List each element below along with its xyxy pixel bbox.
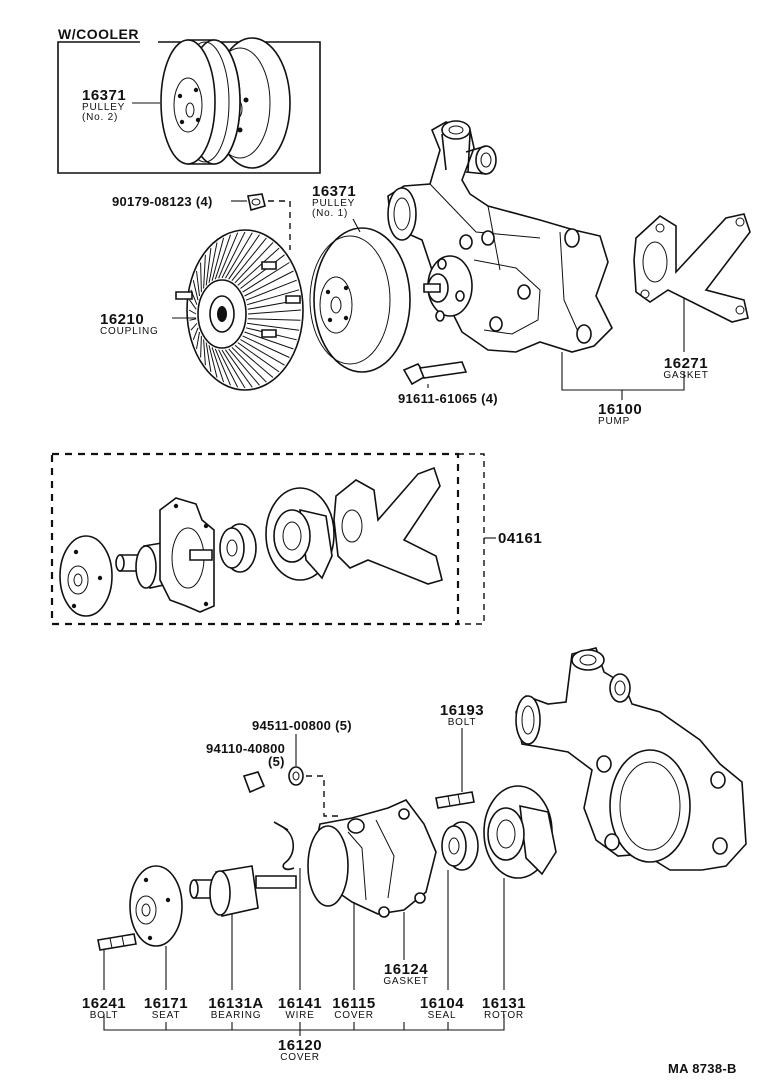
leader-pump bbox=[562, 352, 684, 390]
part-name: GASKET bbox=[663, 370, 709, 381]
part-name: COVER bbox=[334, 1010, 374, 1021]
kit-parts-drawing bbox=[60, 468, 442, 616]
part-number: 16271 bbox=[663, 355, 709, 372]
part-number: 16115 bbox=[332, 995, 376, 1012]
label-pump: 16100 PUMP bbox=[598, 402, 642, 427]
kit-box-frame bbox=[52, 454, 458, 624]
label-bearing: 16131A BEARING bbox=[200, 996, 272, 1021]
pulley-no2-drawing bbox=[161, 38, 290, 168]
coupling-drawing bbox=[176, 230, 303, 390]
part-number: 16120 bbox=[277, 1037, 323, 1054]
part-name: GASKET bbox=[383, 976, 429, 987]
label-bolt-90179: 90179-08123 (4) bbox=[112, 194, 213, 209]
gasket-16271-drawing bbox=[634, 214, 750, 322]
seat-drawing bbox=[130, 866, 182, 946]
dash-washer bbox=[306, 776, 340, 816]
washer-nut-drawing bbox=[244, 767, 303, 792]
bracket-cover-16120 bbox=[104, 1014, 504, 1030]
bolt-91611-drawing bbox=[404, 362, 466, 384]
part-number: 16104 bbox=[419, 995, 465, 1012]
label-seat: 16171 SEAT bbox=[134, 996, 198, 1021]
cover-16115-drawing bbox=[308, 800, 436, 917]
part-number: 16131 bbox=[481, 995, 527, 1012]
part-sub: (5) bbox=[268, 754, 285, 769]
part-name: COVER bbox=[280, 1052, 320, 1063]
part-sub: (No. 1) bbox=[312, 208, 349, 219]
part-number: 94110-40800 bbox=[206, 741, 286, 756]
pump-drawing bbox=[388, 121, 612, 352]
label-coupling: 16210 COUPLING bbox=[100, 312, 159, 337]
part-number: 16124 bbox=[383, 961, 429, 978]
label-washer-94511: 94511-00800 (5) bbox=[252, 718, 352, 733]
label-kit: 04161 bbox=[498, 530, 543, 547]
part-number: 16371 bbox=[82, 87, 127, 104]
label-wire: 16141 WIRE bbox=[268, 996, 332, 1021]
part-name: WIRE bbox=[285, 1010, 315, 1021]
label-bolt-16193: 16193 BOLT bbox=[430, 703, 494, 728]
label-pulley-no1: 16371 PULLEY (No. 1) bbox=[312, 184, 356, 219]
label-gasket-16271: 16271 GASKET bbox=[654, 356, 718, 381]
label-bolt-16241: 16241 BOLT bbox=[72, 996, 136, 1021]
rotor-drawing bbox=[484, 786, 556, 878]
figure-code: MA 8738-B bbox=[668, 1061, 737, 1076]
part-number: 16241 bbox=[81, 995, 127, 1012]
pulley-no1-drawing bbox=[310, 228, 410, 372]
label-pulley-no2: 16371 PULLEY (No. 2) bbox=[82, 88, 126, 123]
part-name: SEAL bbox=[427, 1010, 457, 1021]
part-number: 16371 bbox=[312, 183, 357, 200]
label-seal: 16104 SEAL bbox=[410, 996, 474, 1021]
part-name: BOLT bbox=[447, 717, 477, 728]
part-name: SEAT bbox=[151, 1010, 181, 1021]
part-number: 16141 bbox=[277, 995, 323, 1012]
bolt-16241-drawing bbox=[98, 934, 136, 950]
kit-box-bracket bbox=[458, 454, 484, 624]
label-rotor: 16131 ROTOR bbox=[472, 996, 536, 1021]
label-nut-94110: 94110-40800 (5) bbox=[206, 742, 285, 768]
label-gasket-16124: 16124 GASKET bbox=[374, 962, 438, 987]
cooler-box-frame bbox=[58, 42, 320, 173]
bearing-drawing bbox=[190, 866, 296, 916]
part-name: PUMP bbox=[598, 416, 631, 427]
bolt-90179-drawing bbox=[248, 194, 265, 210]
label-cover-16120: 16120 COVER bbox=[268, 1038, 332, 1063]
leader-pulley-no1 bbox=[353, 219, 360, 232]
part-name: PULLEY bbox=[312, 198, 356, 209]
wire-drawing bbox=[274, 822, 294, 869]
label-cover-16115: 16115 COVER bbox=[322, 996, 386, 1021]
cooler-box-title: W/COOLER bbox=[58, 26, 139, 42]
seal-drawing bbox=[442, 822, 478, 870]
bolt-16193-drawing bbox=[436, 792, 474, 808]
part-name: PULLEY bbox=[82, 102, 126, 113]
part-number: 16193 bbox=[439, 702, 485, 719]
part-name: ROTOR bbox=[484, 1010, 524, 1021]
part-name: BEARING bbox=[210, 1010, 262, 1021]
part-number: 16210 bbox=[100, 311, 145, 328]
part-name: COUPLING bbox=[100, 326, 159, 337]
dash-bolt-90179 bbox=[268, 201, 290, 250]
bracket-cover-16120-ticks bbox=[166, 1022, 448, 1030]
part-number: 16171 bbox=[143, 995, 189, 1012]
part-sub: (No. 2) bbox=[82, 112, 119, 123]
part-number: 16131A bbox=[208, 995, 264, 1012]
part-number: 16100 bbox=[598, 401, 643, 418]
housing-drawing bbox=[516, 648, 746, 870]
part-name: BOLT bbox=[89, 1010, 119, 1021]
label-bolt-91611: 91611-61065 (4) bbox=[398, 391, 498, 406]
